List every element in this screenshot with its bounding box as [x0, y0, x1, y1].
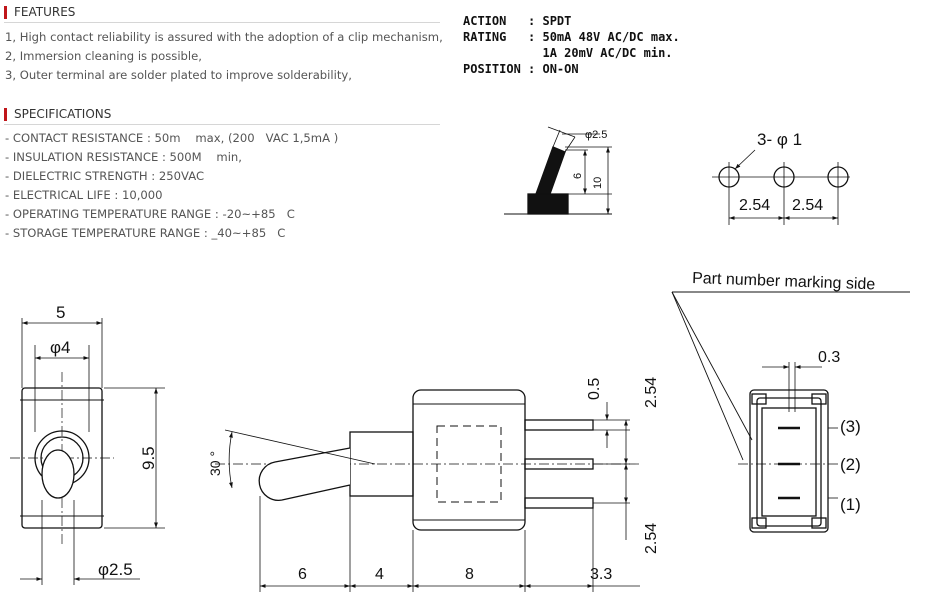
lever-detail-drawing — [504, 126, 612, 215]
spec-contact-resistance: - CONTACT RESISTANCE : 50m max, (200 VAC… — [5, 131, 339, 145]
rating-position: POSITION : ON-ON — [463, 62, 579, 76]
label-front-width: 5 — [56, 303, 65, 322]
lever-detail-handle — [535, 146, 566, 195]
rating-min: 1A 20mV AC/DC min. — [463, 46, 673, 60]
end-view-drawing — [671, 291, 910, 533]
specifications-divider — [4, 124, 440, 125]
features-title: FEATURES — [4, 6, 444, 19]
label-side-dim-6: 6 — [298, 566, 307, 583]
label-front-height: 9.5 — [139, 446, 158, 470]
side-view-pin-3 — [524, 419, 594, 431]
label-lever-dim-6: 6 — [572, 173, 584, 179]
spec-insulation-resistance: - INSULATION RESISTANCE : 500M min, — [5, 150, 242, 164]
label-pin-2: (2) — [840, 455, 861, 474]
features-divider — [4, 22, 440, 23]
label-side-pitch-bottom: 2.54 — [643, 523, 660, 554]
front-view-lever — [41, 449, 75, 499]
label-side-dim-8: 8 — [465, 566, 474, 583]
rating-max: RATING : 50mA 48V AC/DC max. — [463, 30, 680, 44]
spec-operating-temperature: - OPERATING TEMPERATURE RANGE : -20~+85 … — [5, 207, 295, 221]
label-pitch-left: 2.54 — [739, 197, 770, 214]
side-view-housing — [412, 389, 526, 531]
hole-pattern-drawing — [712, 149, 850, 225]
feature-item-1: 1, High contact reliability is assured w… — [5, 30, 443, 44]
spec-dielectric-strength: - DIELECTRIC STRENGTH : 250VAC — [5, 169, 205, 183]
side-view-pin-1 — [524, 497, 594, 509]
spec-electrical-life: - ELECTRICAL LIFE : 10,000 — [5, 188, 163, 202]
lever-detail-body — [527, 193, 569, 215]
label-side-angle: 30 ° — [207, 451, 223, 476]
label-end-dim-0-3: 0.3 — [818, 349, 840, 366]
label-lever-diameter: φ2.5 — [585, 129, 607, 141]
feature-item-2: 2, Immersion cleaning is possible, — [5, 49, 202, 63]
side-view-lever — [258, 447, 351, 501]
rating-action: ACTION : SPDT — [463, 14, 572, 28]
feature-item-3: 3, Outer terminal are solder plated to i… — [5, 68, 352, 82]
label-lever-dim-10: 10 — [592, 177, 604, 189]
label-side-pin-width: 0.5 — [586, 378, 603, 400]
label-pin-3: (3) — [840, 417, 861, 436]
specifications-title: SPECIFICATIONS — [4, 108, 444, 121]
side-view-drawing — [215, 389, 640, 592]
label-side-dim-4: 4 — [375, 566, 384, 583]
label-front-lever: φ2.5 — [98, 560, 133, 579]
spec-storage-temperature: - STORAGE TEMPERATURE RANGE : _40~+85 C — [5, 226, 286, 240]
label-side-dim-3-3: 3.3 — [590, 566, 612, 583]
label-front-bushing: φ4 — [50, 338, 70, 357]
end-view-terminal-area — [761, 407, 817, 517]
front-view-drawing — [10, 318, 165, 585]
label-pin-1: (1) — [840, 495, 861, 514]
label-pitch-right: 2.54 — [792, 197, 823, 214]
label-marking-side: Part number marking side — [692, 270, 876, 293]
label-side-pitch-top: 2.54 — [643, 377, 660, 408]
label-hole-spec: 3- φ 1 — [757, 130, 802, 149]
